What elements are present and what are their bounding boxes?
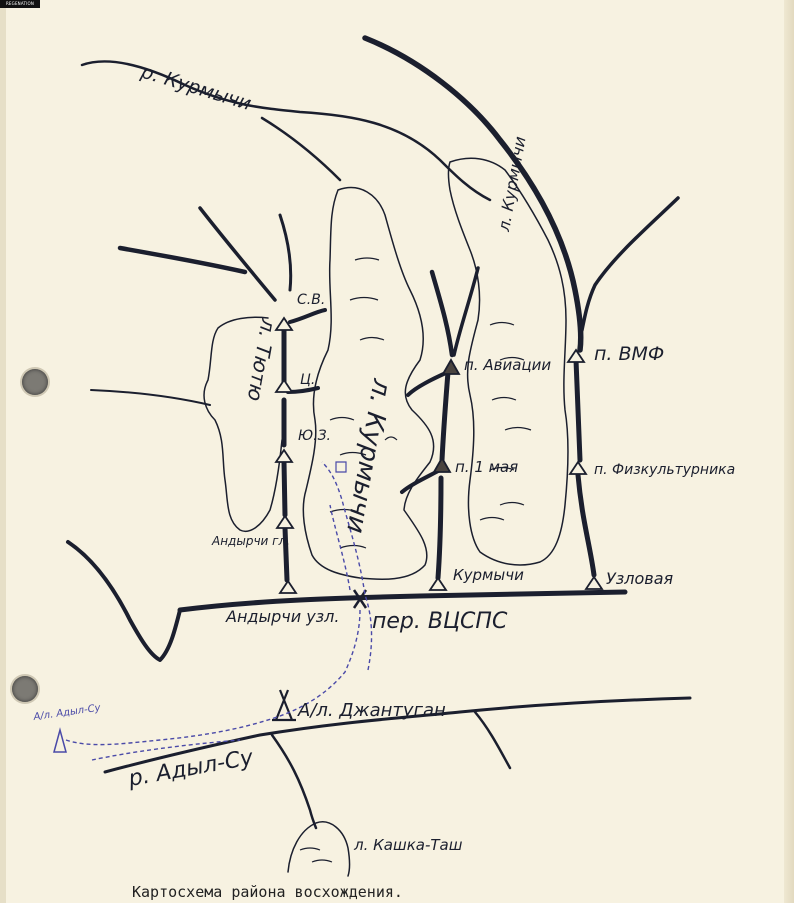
peak-1may-label: п. 1 мая [455, 458, 518, 476]
peak-aviatsii-marker [441, 358, 461, 375]
bivouac-flag [335, 461, 347, 473]
map-caption: Картосхема района восхождения. [132, 883, 403, 901]
glacier-tyutyu-label: л. Тютю [243, 316, 281, 403]
peak-fizk-marker [568, 460, 588, 475]
ridge-vmf-fizk [573, 357, 583, 463]
peak-kurmychi-marker [428, 576, 448, 591]
ridge-sv-spur [288, 308, 327, 324]
paper-left-edge [0, 0, 6, 903]
peak-uzlovaya-marker [584, 575, 604, 590]
lake-kashka-tash-outline [287, 821, 351, 877]
peak-uzlovaya-label: Узловая [606, 569, 674, 588]
peak-andyrchi-gl-marker [275, 514, 295, 529]
lake-hatch [299, 847, 333, 863]
route-approach-2 [91, 739, 241, 761]
river-adyl-su-trib1 [473, 710, 512, 770]
peak-vmf-label: п. ВМФ [594, 343, 664, 365]
glacier-kurmychi-outline [302, 186, 435, 581]
river-adyl-su-label: р. Адыл-Су [126, 745, 256, 792]
ridge-east [362, 35, 584, 353]
ridge-aviatsii-top2 [452, 266, 480, 357]
river-kurmychi-line [80, 60, 492, 202]
punch-hole-bottom [12, 676, 38, 702]
paper-right-edge [784, 0, 794, 903]
glacier-right-outline [447, 157, 569, 566]
ridge-west-top2 [117, 245, 248, 275]
punch-hole-top [22, 369, 48, 395]
ridge-aviatsii-west [406, 370, 450, 397]
ridge-east-spur [580, 196, 680, 332]
peak-yuz-marker [274, 448, 294, 463]
river-adyl-su-trib2 [270, 733, 318, 830]
stamp-logo: REGENATION [0, 0, 40, 8]
ridge-aviatsii-top [429, 269, 455, 358]
ridge-west-top3 [278, 213, 293, 292]
ridge-1may-kurmychi [435, 475, 444, 581]
peak-fizk-label: п. Физкультурника [594, 462, 735, 478]
ridge-main-south [177, 589, 628, 613]
pass-vtsps-label: пер. ВЦСПС [372, 609, 508, 634]
route-ascent-2 [329, 504, 351, 591]
peak-andyrchi-uzl-label: Андырчи узл. [225, 607, 339, 626]
peak-andyrchi-uzl-marker [278, 579, 298, 594]
camp-dzhantugan-marker [272, 689, 296, 722]
peak-yuz-label: Ю.З. [298, 428, 331, 444]
route-approach [65, 609, 361, 746]
peak-kurmychi-label: Курмычи [453, 566, 524, 584]
camp-adyl-su-label: А/л. Адыл-Су [32, 703, 102, 724]
camp-dzhantugan-label: А/л. Джантуган [297, 700, 446, 721]
peak-ts-marker [274, 378, 294, 393]
glacier-tyutyu-outline [203, 316, 283, 532]
peak-sv-marker [274, 316, 294, 331]
river-kurmychi-tributary [260, 116, 342, 182]
camp-adyl-su-marker [53, 727, 67, 753]
peak-vmf-marker [566, 348, 586, 363]
river-adyl-su-line [103, 696, 692, 774]
peak-sv-label: С.В. [297, 292, 325, 308]
ridge-fizk-uzlov [575, 472, 597, 578]
river-kurmychi-label: р. Курмычи [138, 60, 254, 115]
peak-ts-label: Ц. [300, 372, 315, 388]
ridge-southwest [66, 540, 182, 662]
peak-1may-marker [432, 456, 452, 473]
glacier-kurmychi-label: л. Курмычи [340, 376, 397, 536]
lake-kashka-tash-label: л. Кашка-Таш [353, 836, 463, 854]
glacier-hatch-right [479, 321, 532, 521]
ridge-west-main [281, 327, 290, 583]
ridge-ts-west [90, 389, 211, 406]
peak-andyrchi-gl-label: Андырчи гл. [211, 534, 290, 548]
peak-aviatsii-label: п. Авиации [464, 356, 551, 374]
ridge-west-top1 [198, 206, 277, 302]
ridge-aviatsii-1may [439, 369, 451, 463]
route-ascent [321, 461, 373, 671]
glacier-right-label: л. Курмычи [494, 135, 530, 234]
